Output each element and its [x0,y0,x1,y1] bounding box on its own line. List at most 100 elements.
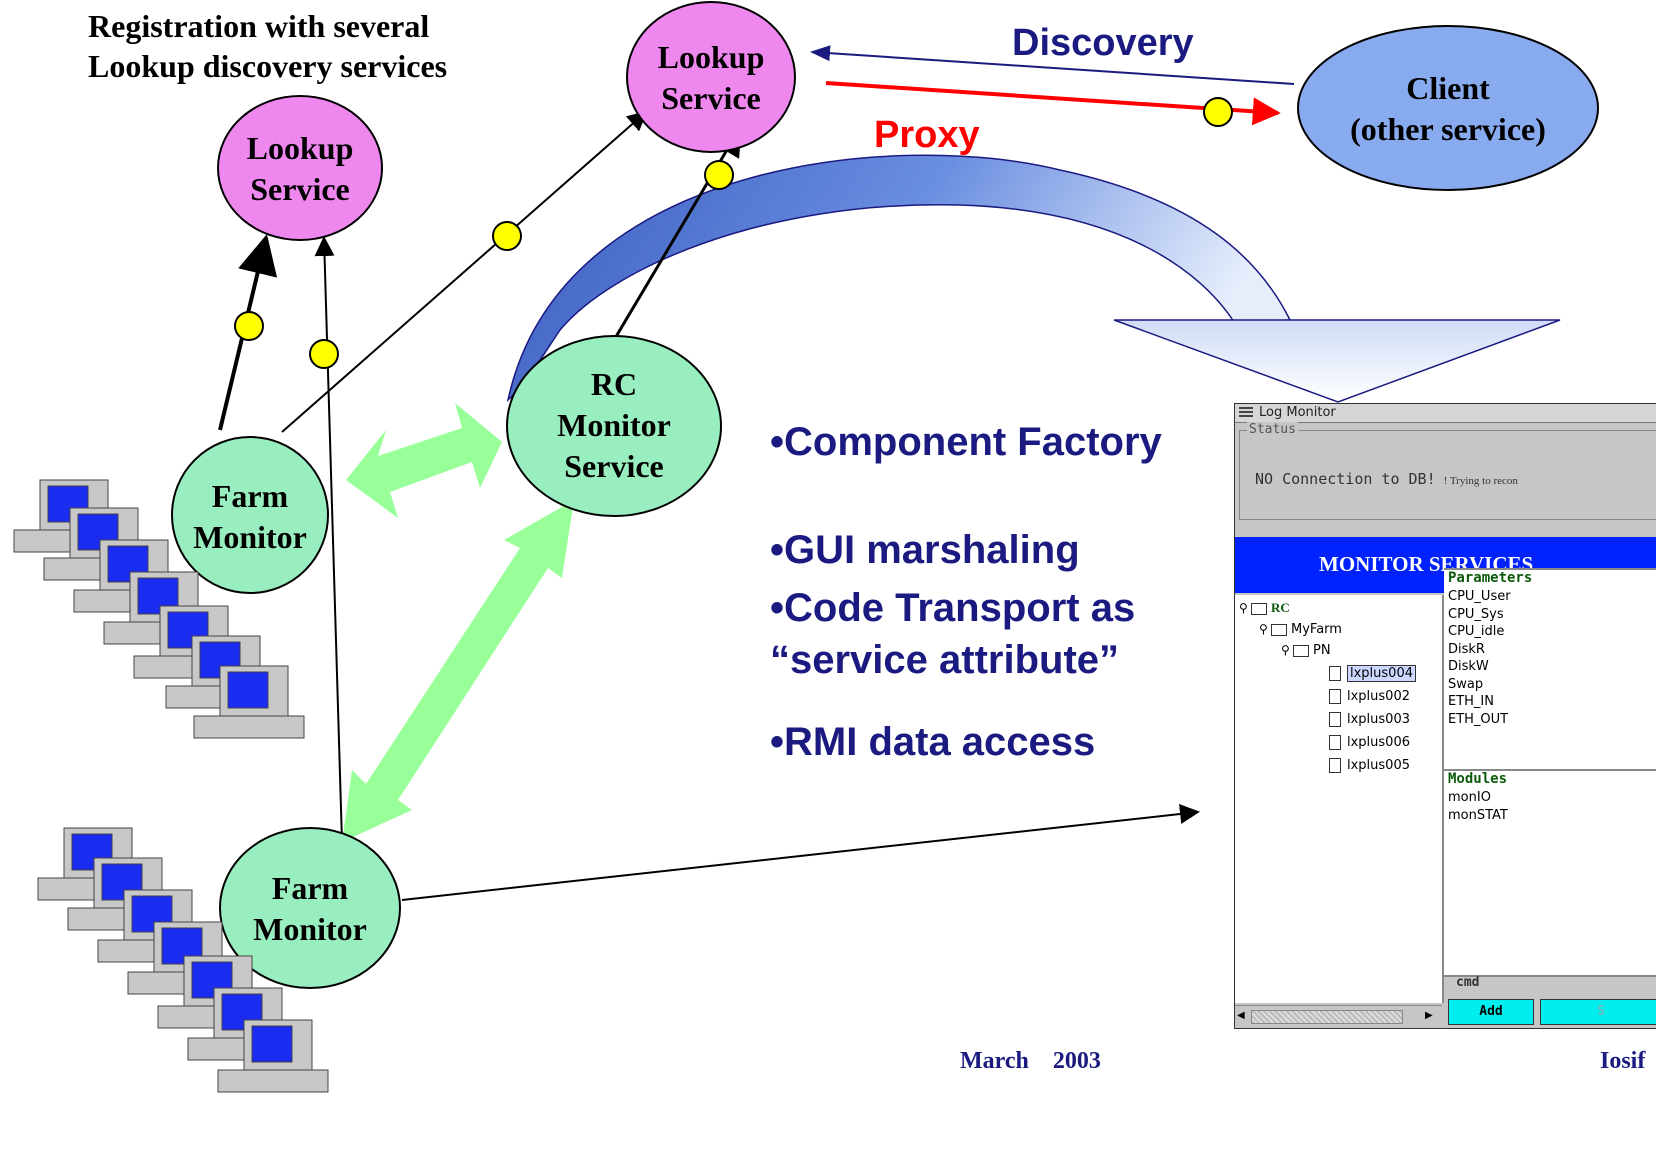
parameters-panel: Parameters CPU_User CPU_Sys CPU_idle Dis… [1444,568,1656,770]
double-arrow-farm2-rc [342,500,574,842]
caption: Registration with several Lookup discove… [88,6,447,86]
token-2 [309,339,339,369]
expand-key-icon[interactable]: ⚲ [1239,601,1248,615]
client-node [1297,25,1599,191]
double-arrow-farm1-rc [346,403,502,518]
modules-list: monIO monSTAT [1444,789,1508,824]
token-5 [1203,97,1233,127]
window-menu-icon[interactable] [1239,407,1253,419]
parameters-list: CPU_User CPU_Sys CPU_idle DiskR DiskW Sw… [1444,588,1511,728]
lookup-top-label: Lookup Service [657,39,765,116]
modules-panel: Modules monIO monSTAT [1444,769,1656,976]
expand-key-icon[interactable]: ⚲ [1259,622,1268,636]
tree-node[interactable]: lxplus005 [1329,757,1410,775]
scroll-left-arrow-icon[interactable]: ◀ [1237,1010,1245,1021]
parameter-item[interactable]: ETH_OUT [1448,711,1509,727]
scrollbar-thumb[interactable] [1251,1010,1403,1024]
tree-node[interactable]: lxplus006 [1329,734,1410,752]
rc-monitor-label: RC Monitor Service [557,366,671,484]
file-icon [1329,712,1341,727]
cmd-legend: cmd [1456,975,1480,990]
status-group [1239,430,1656,520]
bullet-component-factory: •Component Factory [770,420,1162,464]
parameters-heading: Parameters [1448,570,1533,586]
folder-icon [1293,644,1309,657]
bullet-code-transport: •Code Transport as [770,586,1136,630]
tree-farm[interactable]: ⚲ MyFarm [1259,620,1342,638]
tree-horizontal-scrollbar[interactable]: ◀ ▶ [1235,1005,1442,1026]
module-item[interactable]: monSTAT [1448,807,1508,823]
rc-monitor-node [506,335,722,517]
parameter-item[interactable]: CPU_Sys [1448,606,1504,622]
status-text: NO Connection to DB! ! Trying to recon [1255,470,1518,488]
tree-node-label: lxplus005 [1347,758,1410,773]
file-icon [1329,758,1341,773]
connector-farm2-lookup-left [314,236,343,843]
scroll-right-arrow-icon[interactable]: ▶ [1425,1010,1433,1021]
file-icon [1329,666,1341,681]
computer-stack-1 [13,479,305,739]
farm-monitor-1-node [171,436,329,594]
status-submessage: ! Trying to recon [1443,475,1518,487]
expand-key-icon[interactable]: ⚲ [1281,643,1290,657]
module-item[interactable]: monIO [1448,790,1491,805]
status-legend: Status [1247,422,1298,437]
parameter-item[interactable]: ETH_IN [1448,694,1494,709]
folder-icon [1251,602,1267,615]
discovery-label: Discovery [1012,22,1194,64]
modules-heading: Modules [1448,771,1508,787]
footer-date: March 2003 [960,1048,1101,1074]
caption-line-2: Lookup discovery services [88,48,448,84]
lookup-left-label: Lookup Service [246,130,354,207]
connector-farm2-window [401,804,1200,901]
lookup-top-node [626,1,796,153]
service-tree: ⚲RC ⚲MyFarm ⚲PN lxplus004 lxplus002 lxpl… [1235,595,1444,1003]
computer-stack-2 [37,827,329,1093]
parameter-item[interactable]: DiskR [1448,641,1485,657]
tree-group-label: PN [1313,643,1331,658]
tree-node-label: lxplus002 [1347,689,1410,704]
caption-line-1: Registration with several [88,8,430,44]
tree-node-label: lxplus006 [1347,735,1410,750]
bullet-rmi-data-access: •RMI data access [770,720,1096,764]
tree-root-label: RC [1271,600,1290,615]
tree-node[interactable]: lxplus003 [1329,711,1410,729]
token-1 [234,311,264,341]
tree-node-label: lxplus003 [1347,712,1410,727]
log-monitor-window: Log Monitor Status NO Connection to DB!!… [1234,403,1656,1029]
window-titlebar[interactable]: Log Monitor [1235,404,1656,423]
folder-icon [1271,623,1287,636]
tree-group[interactable]: ⚲ PN [1281,641,1331,659]
connector-farm1-lookup-top [281,110,648,433]
window-title: Log Monitor [1259,405,1336,420]
lookup-left-node [217,95,383,241]
file-icon [1329,689,1341,704]
parameter-item[interactable]: CPU_User [1448,589,1511,604]
farm-monitor-2-label: Farm Monitor [253,870,367,947]
tree-farm-label: MyFarm [1291,622,1342,637]
proxy-arc-head [1113,319,1561,403]
proxy-label: Proxy [874,114,980,156]
status-message: NO Connection to DB! [1255,470,1436,488]
parameter-item[interactable]: DiskW [1448,659,1489,674]
second-button[interactable]: S [1540,999,1656,1025]
tree-root[interactable]: ⚲ RC [1239,599,1290,617]
cmd-group: cmd Add S [1444,975,1656,1027]
client-label: Client (other service) [1350,70,1546,147]
add-button[interactable]: Add [1448,999,1534,1025]
bullet-service-attribute: “service attribute” [770,638,1120,682]
token-3 [492,221,522,251]
parameter-item[interactable]: Swap [1448,676,1484,692]
farm-monitor-1-label: Farm Monitor [193,478,307,555]
token-4 [704,160,734,190]
farm-monitor-2-node [219,827,401,989]
tree-node-label: lxplus004 [1347,665,1416,682]
tree-node[interactable]: lxplus004 [1329,665,1416,683]
discovery-line [810,45,1295,85]
tree-node[interactable]: lxplus002 [1329,688,1410,706]
parameter-item[interactable]: CPU_idle [1448,624,1505,639]
proxy-arc [506,154,1292,403]
bullet-gui-marshaling: •GUI marshaling [770,528,1080,572]
proxy-line [825,81,1281,126]
